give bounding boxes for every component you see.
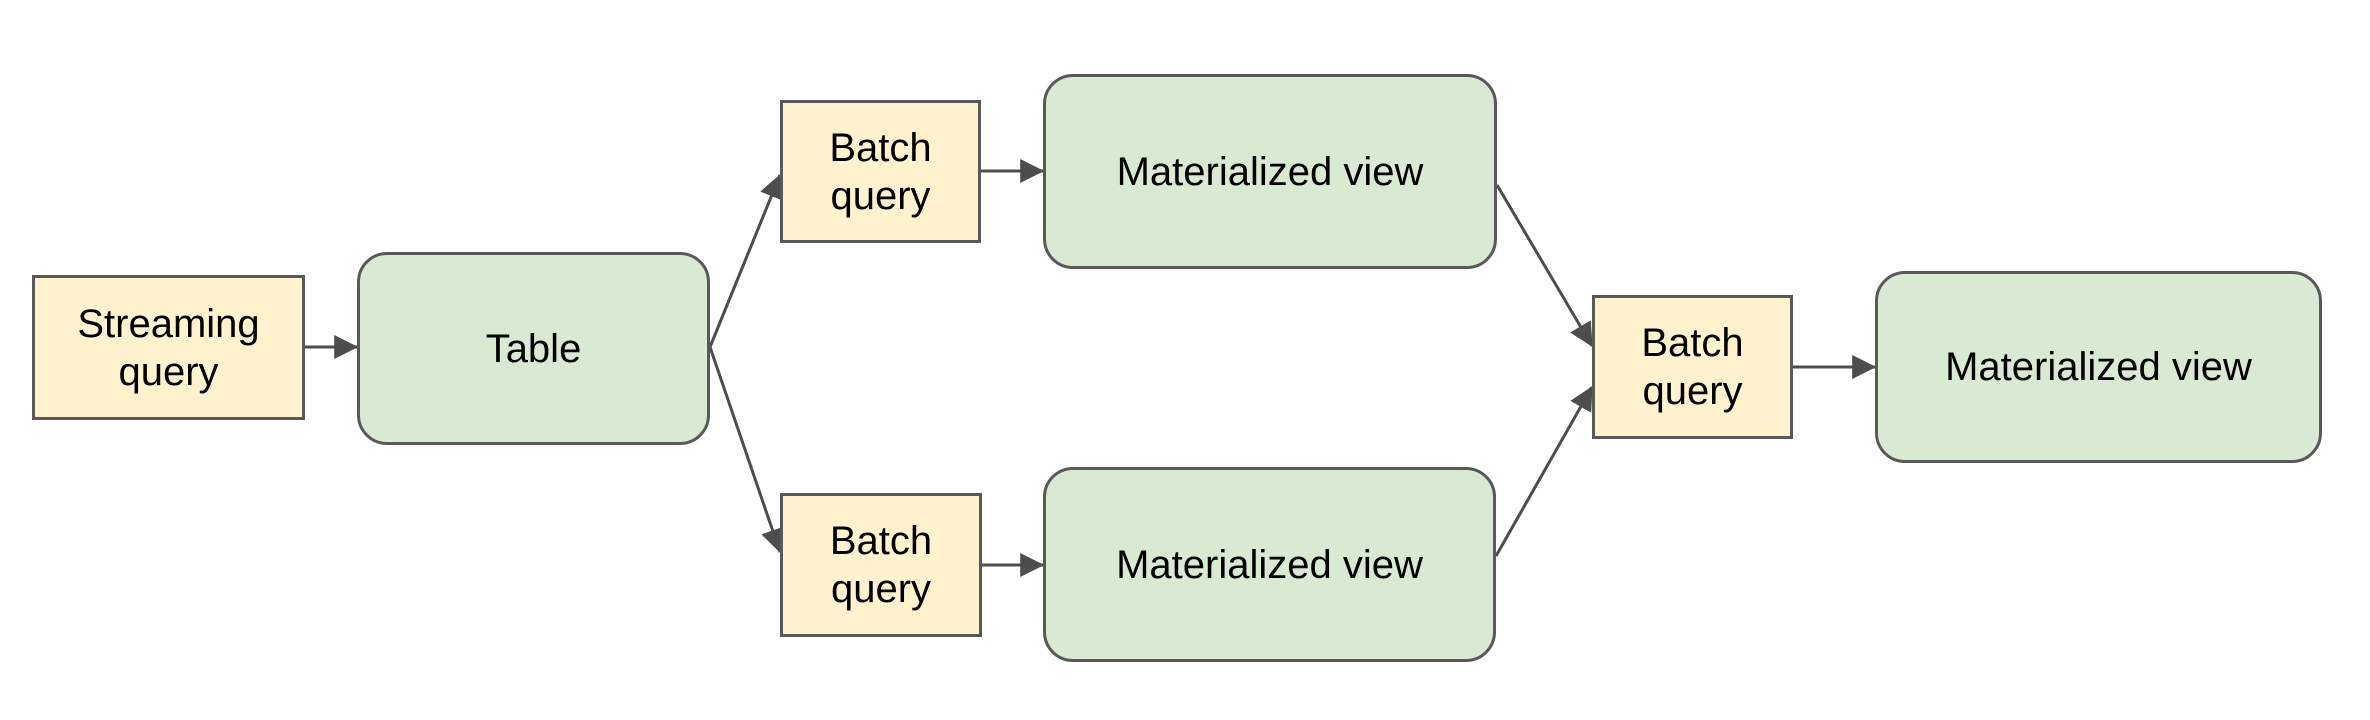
node-label: Materialized view <box>1116 542 1423 587</box>
node-label: Materialized view <box>1945 345 2252 389</box>
node-label: Batch query <box>1641 321 1744 413</box>
node-streaming-query: Streaming query <box>32 275 305 420</box>
edge-materialized-view-top-to-batch-query-right <box>1495 184 1594 348</box>
edge-materialized-view-bottom-to-batch-query-right <box>1494 385 1594 557</box>
node-label: Batch query <box>829 125 932 218</box>
node-batch-query-bottom: Batch query <box>780 493 982 637</box>
node-label: Batch query <box>829 519 933 611</box>
node-label: Materialized view <box>1116 149 1424 194</box>
edge-table-to-batch-query-bottom <box>708 346 784 554</box>
node-label: Table <box>485 326 582 371</box>
node-table: Table <box>357 252 710 445</box>
node-batch-query-top: Batch query <box>780 100 981 243</box>
node-materialized-view-bottom: Materialized view <box>1043 467 1496 662</box>
edge-table-to-batch-query-top <box>708 173 783 348</box>
node-batch-query-right: Batch query <box>1592 295 1793 439</box>
node-materialized-view-right: Materialized view <box>1875 271 2322 463</box>
node-label: Streaming query <box>77 301 260 394</box>
node-materialized-view-top: Materialized view <box>1043 74 1497 269</box>
